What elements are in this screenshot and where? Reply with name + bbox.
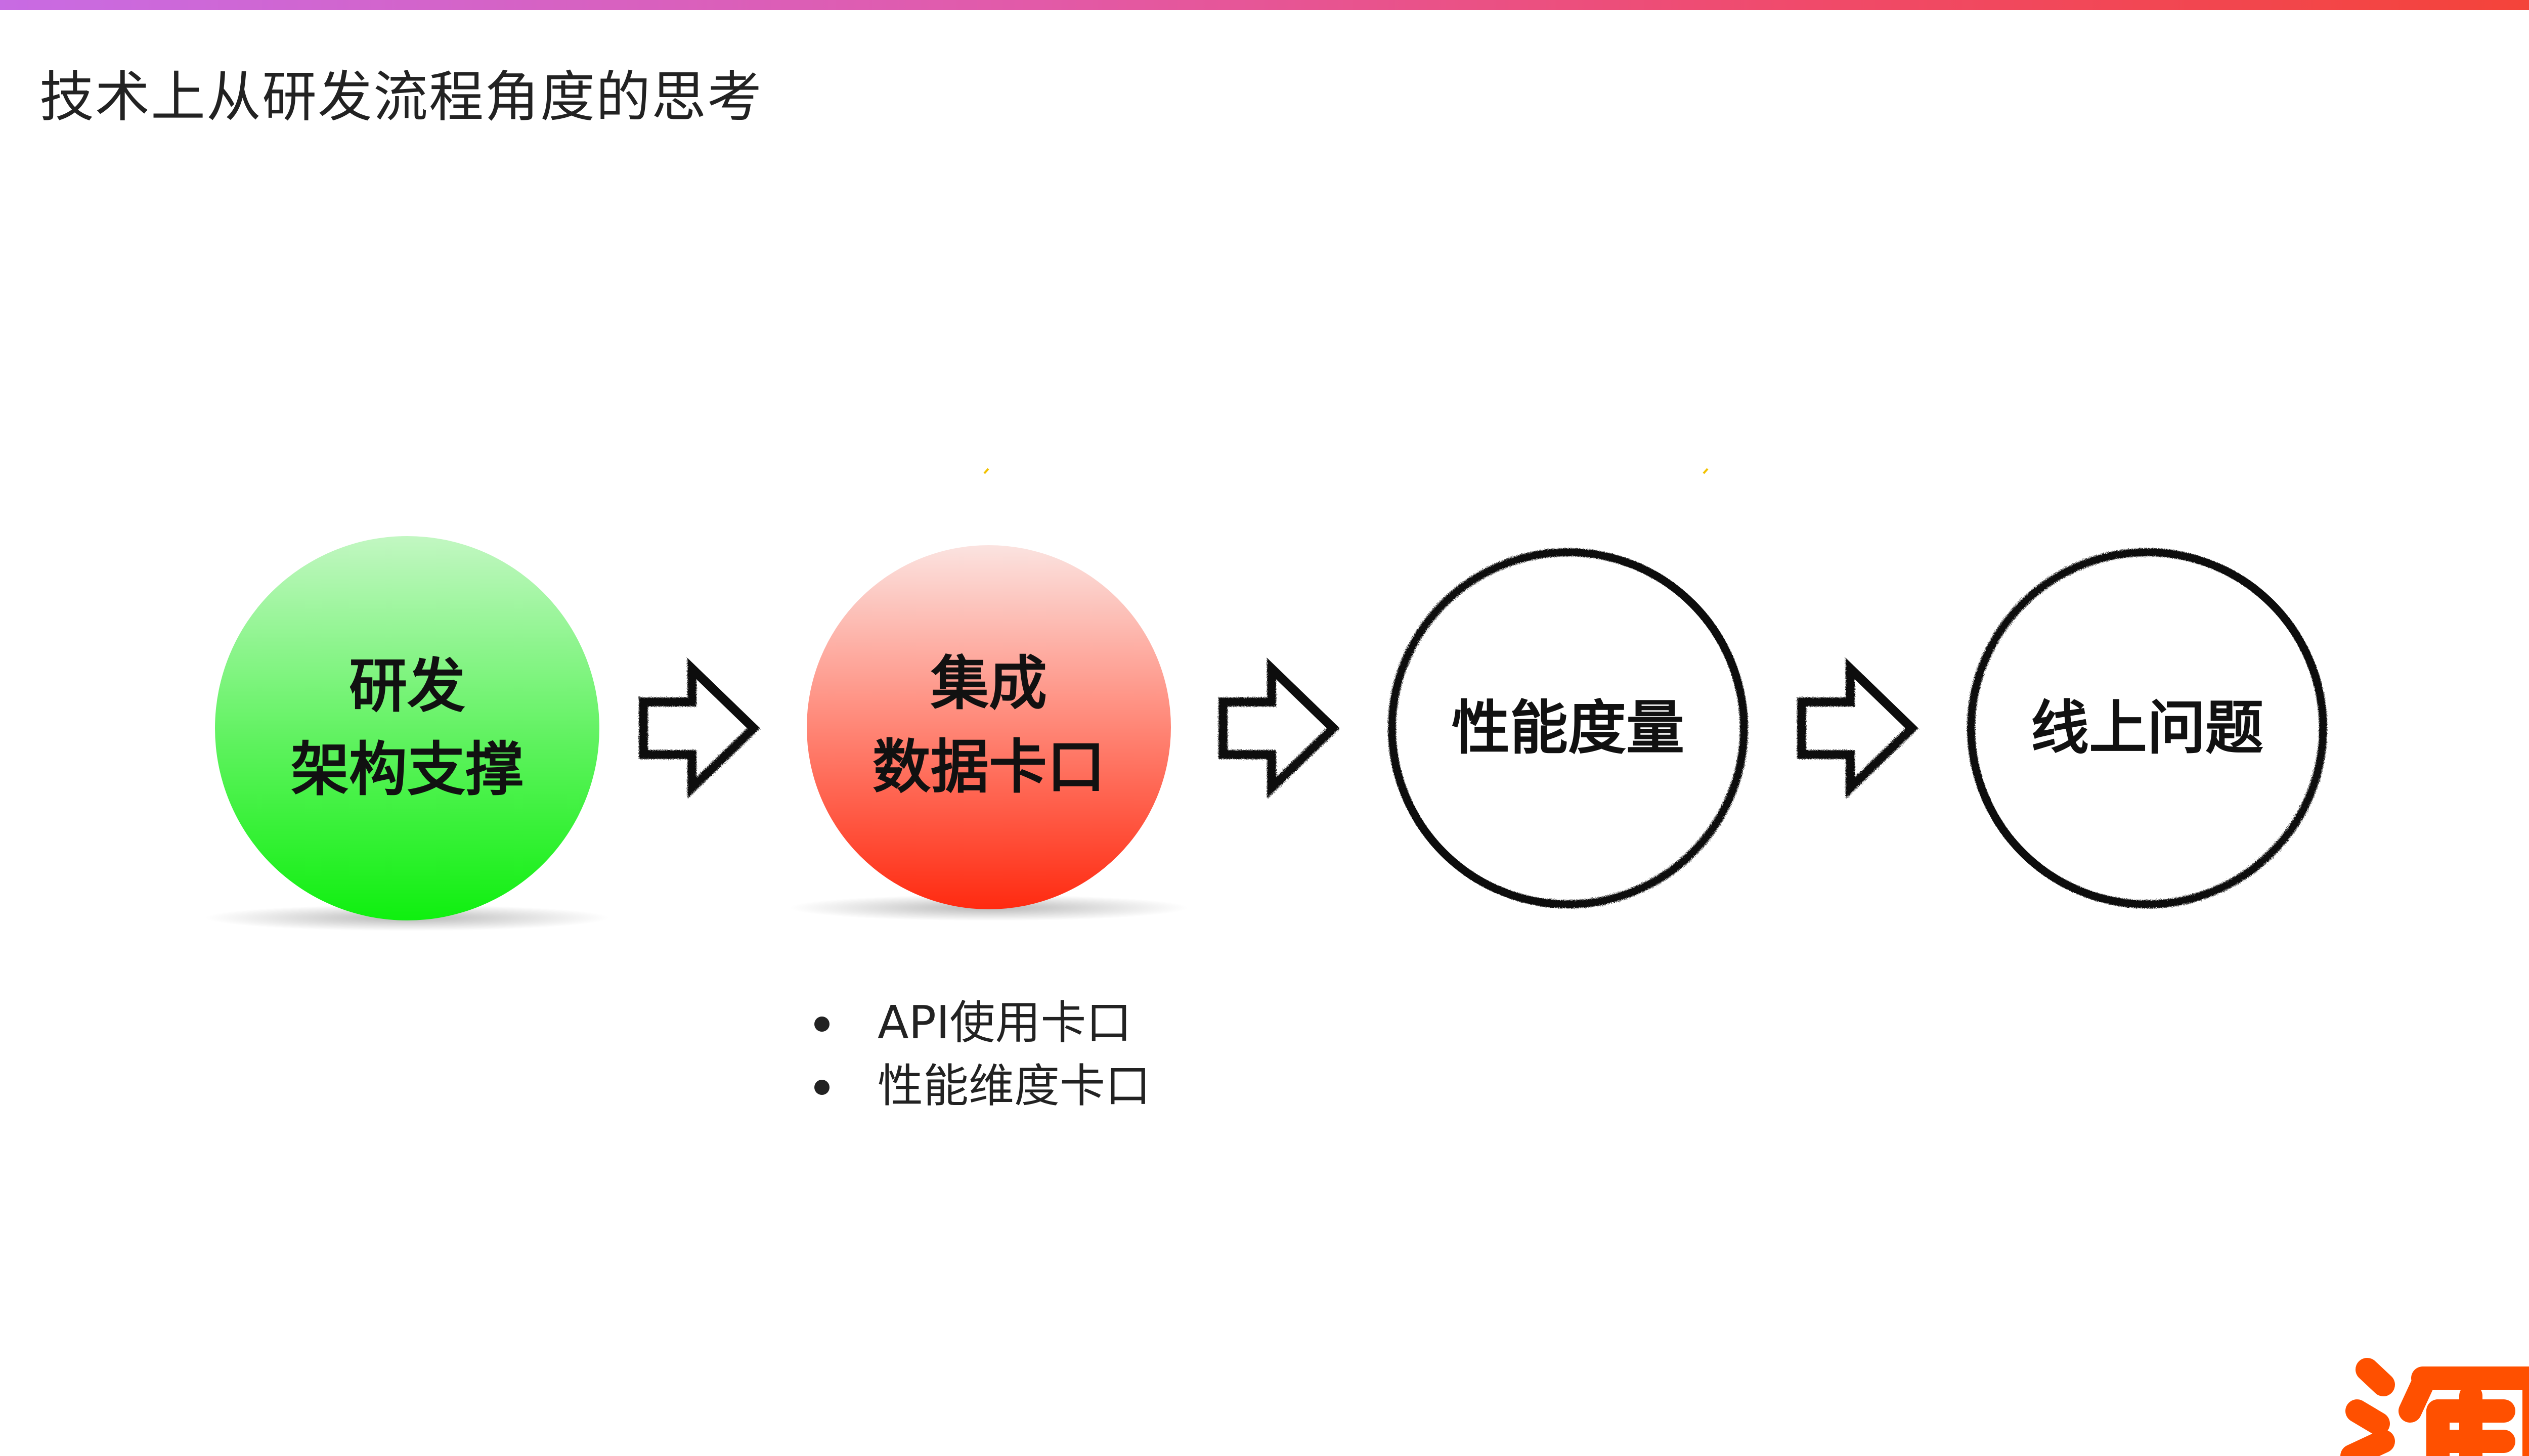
- decorative-tick-mark: [983, 468, 989, 474]
- node-online-label: 线上问题: [1975, 678, 2319, 779]
- taobao-logo-icon: [2340, 1358, 2529, 1456]
- decorative-tick-mark: [1703, 468, 1709, 474]
- hand-drawn-right-arrow-icon: [639, 657, 760, 799]
- node-online-line-1: 线上问题: [2030, 694, 2263, 762]
- hand-drawn-right-arrow-icon: [1797, 657, 1918, 799]
- node-integration-label: 集成 数据卡口: [807, 625, 1171, 827]
- node-performance-label: 性能度量: [1396, 678, 1740, 779]
- accent-top-bar: [0, 0, 2529, 10]
- slide-title: 技术上从研发流程角度的思考: [39, 66, 763, 129]
- list-item-text: 性能维度卡口: [878, 1060, 1151, 1113]
- node-performance-circle: [1388, 548, 1748, 908]
- node-rd-line-2: 架构支撑: [290, 736, 524, 804]
- node-integration-line-2: 数据卡口: [872, 733, 1105, 801]
- node-rd-label: 研发 架构支撑: [225, 627, 589, 829]
- bullet-dot-icon: [814, 1017, 830, 1032]
- node-integration-line-1: 集成: [930, 650, 1047, 718]
- list-item: 性能维度卡口: [814, 1054, 1151, 1118]
- hand-drawn-right-arrow-icon: [1218, 657, 1340, 799]
- list-item-text: API使用卡口: [878, 996, 1132, 1049]
- node-rd-circle: [205, 536, 609, 931]
- node-integration-circle: [789, 545, 1189, 921]
- bullet-dot-icon: [814, 1080, 830, 1095]
- list-item: API使用卡口: [814, 991, 1151, 1054]
- integration-details-list: API使用卡口 性能维度卡口: [814, 991, 1151, 1118]
- node-rd-line-1: 研发: [348, 652, 465, 720]
- node-performance-line-1: 性能度量: [1451, 694, 1684, 762]
- node-online-circle: [1967, 548, 2327, 908]
